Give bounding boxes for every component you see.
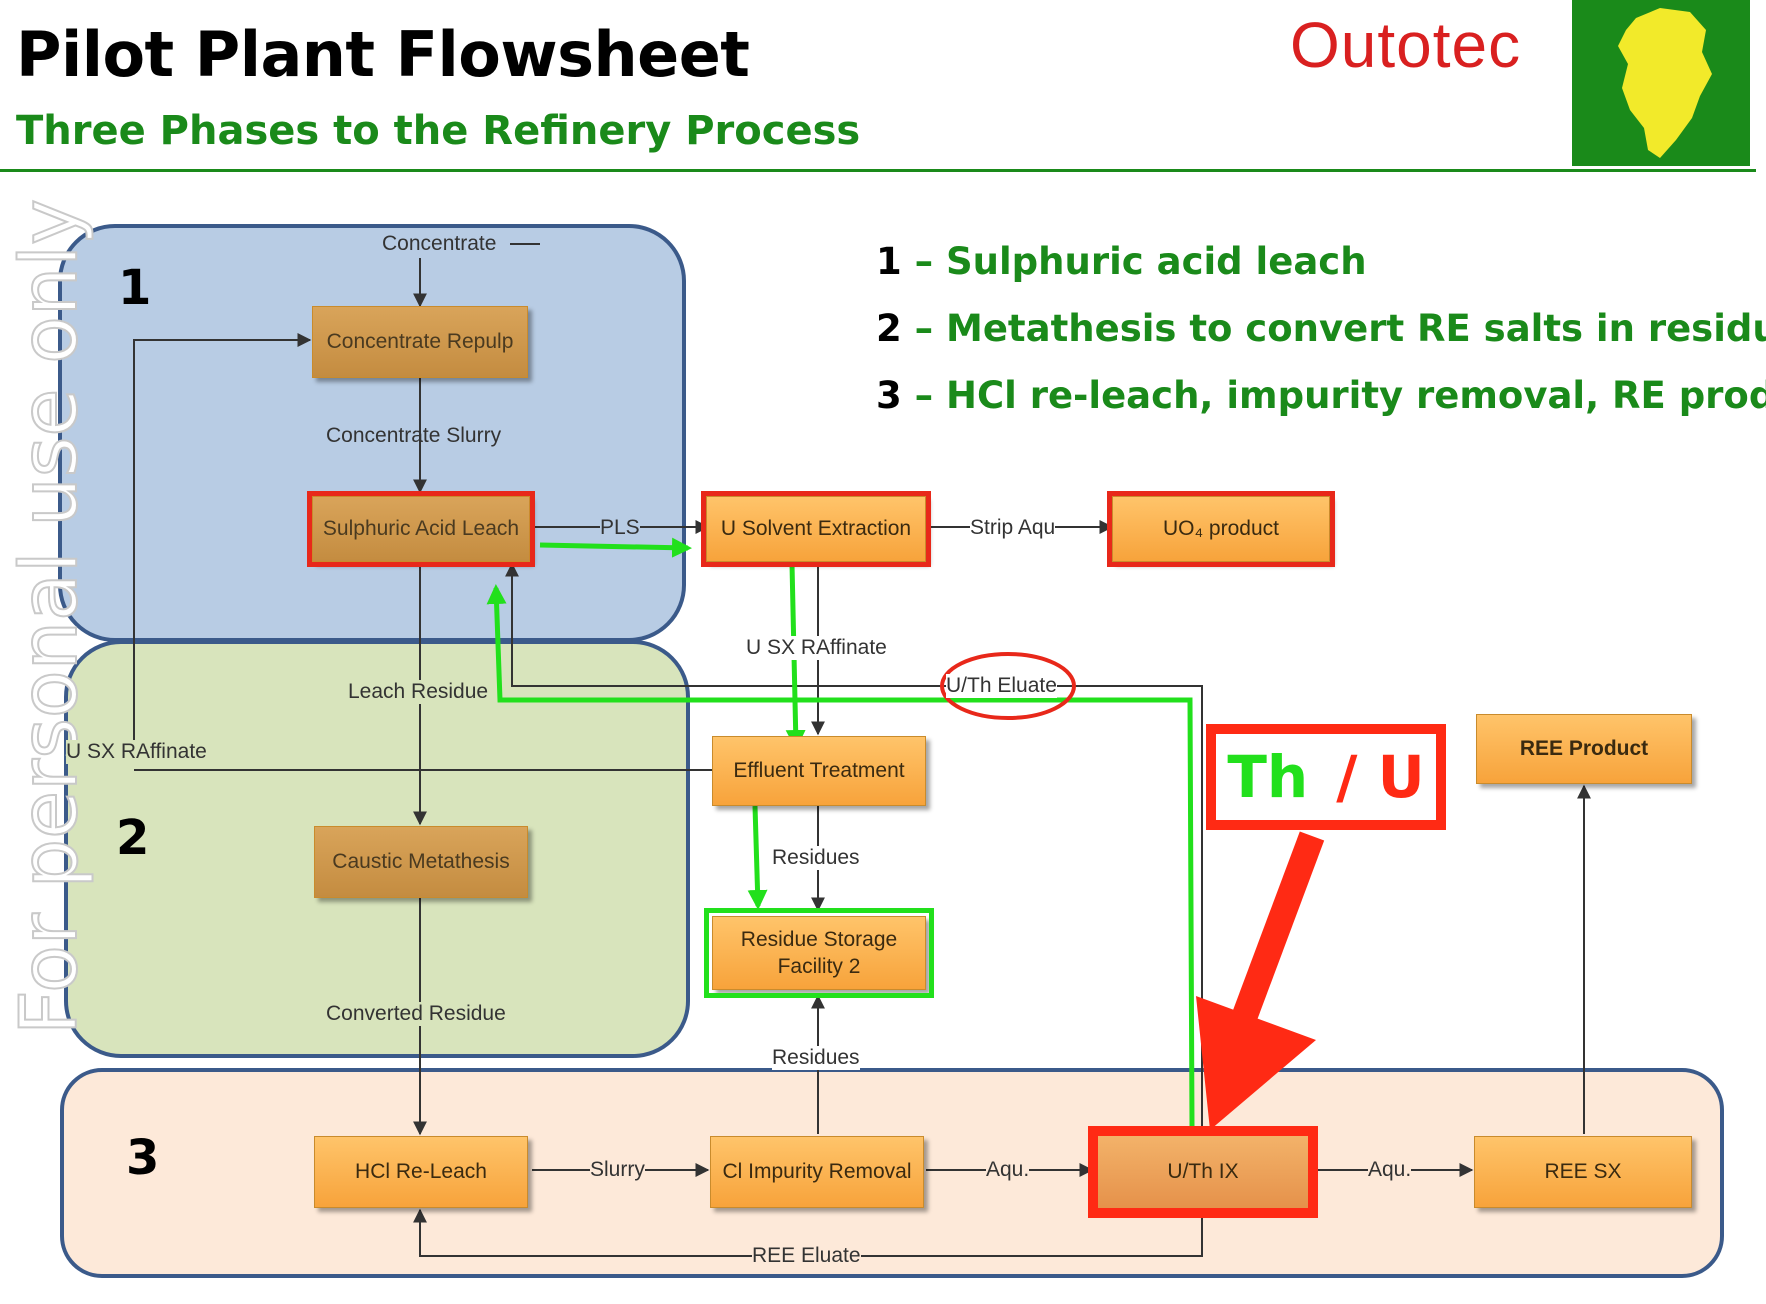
th-u-callout-box: Th / U bbox=[1206, 724, 1446, 830]
legend-num-3: 3 bbox=[876, 374, 902, 417]
label-concentrate-slurry: Concentrate Slurry bbox=[326, 424, 502, 447]
legend-dash: – bbox=[901, 374, 947, 417]
label-uth-eluate: U/Th Eluate bbox=[946, 674, 1057, 698]
label-strip-aqu: Strip Aqu bbox=[970, 516, 1056, 540]
callout-th: Th bbox=[1227, 743, 1309, 811]
label-pls: PLS bbox=[600, 516, 640, 540]
node-ree-sx[interactable]: REE SX bbox=[1474, 1136, 1692, 1208]
callout-arrow bbox=[1196, 831, 1325, 1130]
legend-text-2: Metathesis to convert RE salts in residu… bbox=[946, 307, 1766, 350]
phase-1-number: 1 bbox=[118, 260, 152, 316]
legend-text-3: HCl re-leach, impurity removal, RE produ… bbox=[946, 374, 1766, 417]
label-u-sx-raffinate-top: U SX RAffinate bbox=[746, 636, 887, 660]
label-slurry: Slurry bbox=[590, 1158, 645, 1182]
eluate-highlight-ellipse bbox=[940, 652, 1076, 720]
label-concentrate: Concentrate bbox=[382, 232, 497, 255]
legend-dash: – bbox=[901, 240, 947, 283]
node-residue-storage-facility[interactable]: Residue Storage Facility 2 bbox=[704, 908, 934, 998]
node-concentrate-repulp[interactable]: Concentrate Repulp bbox=[312, 306, 528, 378]
callout-u: / U bbox=[1336, 743, 1425, 811]
legend-item-1: 1 – Sulphuric acid leach bbox=[876, 240, 1367, 283]
label-u-sx-raffinate-left: U SX RAffinate bbox=[66, 740, 207, 764]
phase-3-number: 3 bbox=[126, 1130, 160, 1186]
legend-text-1: Sulphuric acid leach bbox=[946, 240, 1367, 283]
node-ree-product[interactable]: REE Product bbox=[1476, 714, 1692, 784]
outotec-logo: Outotec bbox=[1290, 9, 1522, 81]
node-cl-impurity-removal[interactable]: Cl Impurity Removal bbox=[710, 1136, 924, 1208]
label-leach-residue: Leach Residue bbox=[348, 680, 489, 704]
label-converted-residue: Converted Residue bbox=[326, 1002, 506, 1026]
phase-2-number: 2 bbox=[116, 810, 150, 866]
label-aqu-2: Aqu. bbox=[1368, 1158, 1412, 1182]
label-aqu-1: Aqu. bbox=[986, 1158, 1030, 1182]
legend-item-3: 3 – HCl re-leach, impurity removal, RE p… bbox=[876, 374, 1766, 417]
node-hcl-re-leach[interactable]: HCl Re-Leach bbox=[314, 1136, 528, 1208]
watermark-text: For personal use only bbox=[4, 198, 96, 1036]
page-title: Pilot Plant Flowsheet bbox=[16, 18, 750, 91]
label-residues-2: Residues bbox=[772, 1046, 860, 1070]
page-subtitle: Three Phases to the Refinery Process bbox=[16, 108, 861, 154]
node-sulphuric-acid-leach[interactable]: Sulphuric Acid Leach bbox=[307, 491, 535, 567]
legend-num-1: 1 bbox=[876, 240, 902, 283]
legend-num-2: 2 bbox=[876, 307, 902, 350]
greenland-map-overlay bbox=[1618, 8, 1712, 158]
legend-dash: – bbox=[901, 307, 947, 350]
legend-item-2: 2 – Metathesis to convert RE salts in re… bbox=[876, 307, 1766, 350]
label-ree-eluate: REE Eluate bbox=[752, 1244, 861, 1268]
node-u-solvent-extraction[interactable]: U Solvent Extraction bbox=[701, 491, 931, 567]
header-divider bbox=[0, 169, 1756, 172]
node-uth-ix[interactable]: U/Th IX bbox=[1088, 1126, 1318, 1218]
label-residues-1: Residues bbox=[772, 846, 860, 870]
node-effluent-treatment[interactable]: Effluent Treatment bbox=[712, 736, 926, 806]
node-uo4-product[interactable]: UO₄ product bbox=[1107, 491, 1335, 567]
node-caustic-metathesis[interactable]: Caustic Metathesis bbox=[314, 826, 528, 898]
